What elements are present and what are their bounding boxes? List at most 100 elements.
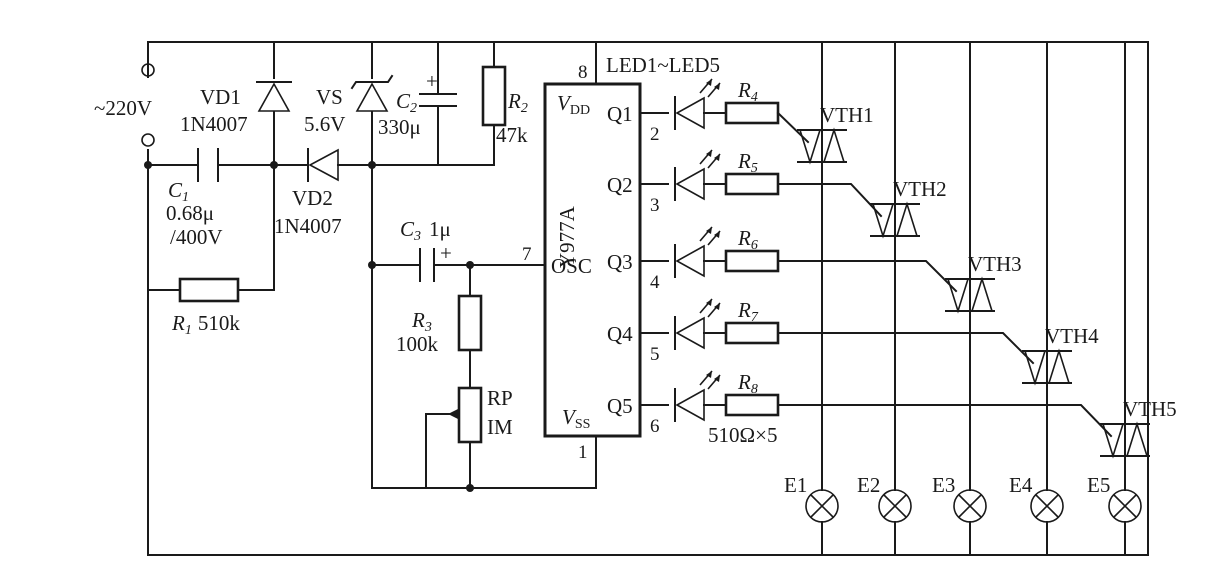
- lamp-label-5: E5: [1087, 473, 1110, 497]
- r3-value: 100k: [396, 332, 439, 356]
- triac-label-1: VTH1: [820, 103, 874, 127]
- ic-pin-vdd: 8: [578, 62, 588, 83]
- svg-text:R5: R5: [737, 149, 758, 176]
- c3-name: C: [400, 217, 415, 241]
- capacitor-c1: C1 0.68μ /400V: [166, 148, 223, 249]
- ic-pin-vss: 1: [578, 442, 588, 463]
- ic-output-q1: Q1: [607, 102, 633, 126]
- resistor-r6: [724, 249, 780, 273]
- led-3: [675, 244, 705, 278]
- resistor-sub-6: 6: [751, 238, 758, 253]
- vd2-name: VD2: [292, 186, 333, 210]
- rp-name: RP: [487, 386, 513, 410]
- vd1-part: 1N4007: [180, 112, 248, 136]
- r2-name: R: [507, 89, 521, 113]
- vs-value: 5.6V: [304, 112, 345, 136]
- triac-vth1: VTH1: [797, 103, 874, 165]
- supply-label: ~220V: [94, 96, 152, 120]
- svg-text:R8: R8: [737, 370, 758, 397]
- ic-output-q2: Q2: [607, 173, 633, 197]
- resistor-label-6: R: [737, 226, 751, 250]
- wiring: [147, 41, 1149, 556]
- led-2: [675, 167, 705, 201]
- triac-label-4: VTH4: [1045, 324, 1099, 348]
- capacitor-c2: + C2 330μ: [378, 69, 457, 139]
- r1-sub: 1: [185, 323, 192, 338]
- resistor-r2: R2 47k: [481, 65, 528, 147]
- resistor-label-4: R: [737, 78, 751, 102]
- led-group-label: LED1~LED5: [606, 53, 720, 77]
- ic-vdd: V: [557, 91, 572, 115]
- resistor-sub-7: 7: [751, 310, 759, 325]
- led-1: [675, 96, 705, 130]
- lamp-e5: E5: [1087, 473, 1142, 523]
- ic-vss: V: [562, 405, 577, 429]
- svg-text:C2: C2: [396, 89, 417, 116]
- c1-rating: /400V: [170, 225, 223, 249]
- svg-text:C1: C1: [168, 178, 189, 205]
- resistor-sub-4: 4: [751, 90, 758, 105]
- svg-text:VSS: VSS: [562, 405, 590, 432]
- resistor-sub-5: 5: [751, 161, 758, 176]
- led-5: [675, 388, 705, 422]
- lamp-label-1: E1: [784, 473, 807, 497]
- ic-output-pin-3: 4: [650, 272, 660, 293]
- ic-output-q3: Q3: [607, 250, 633, 274]
- c2-value: 330μ: [378, 115, 421, 139]
- diode-vd2: VD2 1N4007: [274, 148, 342, 238]
- c1-sub: 1: [182, 190, 189, 205]
- ic-output-pin-5: 6: [650, 416, 660, 437]
- resistor-label-8: R: [737, 370, 751, 394]
- c1-name: C: [168, 178, 183, 202]
- triac-vth3: VTH3: [945, 252, 1022, 314]
- potentiometer-rp: RP IM: [448, 386, 513, 444]
- ic-osc: OSC: [551, 254, 592, 278]
- c2-name: C: [396, 89, 411, 113]
- ic-vss-sub: SS: [575, 417, 591, 432]
- ac-supply-terminals: ~220V: [94, 63, 155, 147]
- r2-sub: 2: [521, 101, 528, 116]
- ic-y977a: Y977A VDD VSS OSC 8 1 7 LED1~LED5: [522, 53, 720, 463]
- ic-vdd-sub: DD: [570, 103, 590, 118]
- lamp-label-2: E2: [857, 473, 880, 497]
- output-channels: Q12R4VTH1E1Q23R5VTH2E2Q34R6VTH3E3Q45R7VT…: [607, 78, 1177, 523]
- r1-name: R: [171, 311, 185, 335]
- junction-dots: [144, 161, 474, 492]
- svg-text:+: +: [426, 69, 438, 93]
- svg-text:R2: R2: [507, 89, 528, 116]
- c2-sub: 2: [410, 101, 417, 116]
- vd2-part: 1N4007: [274, 214, 342, 238]
- svg-text:R3: R3: [411, 308, 432, 335]
- triac-vth4: VTH4: [1022, 324, 1099, 386]
- resistor-r5: [724, 172, 780, 196]
- resistor-sub-8: 8: [751, 382, 758, 397]
- r3-sub: 3: [424, 320, 432, 335]
- c3-sub: 3: [413, 229, 421, 244]
- triac-vth5: VTH5: [1100, 397, 1177, 459]
- resistor-r3: R3 100k: [396, 294, 483, 356]
- ic-output-pin-4: 5: [650, 344, 660, 365]
- c1-value: 0.68μ: [166, 201, 214, 225]
- triac-label-5: VTH5: [1123, 397, 1177, 421]
- ic-output-q5: Q5: [607, 394, 633, 418]
- resistor-r7: [724, 321, 780, 345]
- svg-text:+: +: [440, 241, 452, 265]
- lamp-e3: E3: [932, 473, 987, 523]
- led-4: [675, 316, 705, 350]
- svg-text:R7: R7: [737, 298, 759, 325]
- svg-text:VDD: VDD: [557, 91, 590, 118]
- r2-value: 47k: [496, 123, 528, 147]
- ic-output-pin-2: 3: [650, 195, 660, 216]
- diode-vd1: VD1 1N4007: [180, 81, 292, 136]
- lamp-e2: E2: [857, 473, 912, 523]
- ic-output-pin-1: 2: [650, 124, 660, 145]
